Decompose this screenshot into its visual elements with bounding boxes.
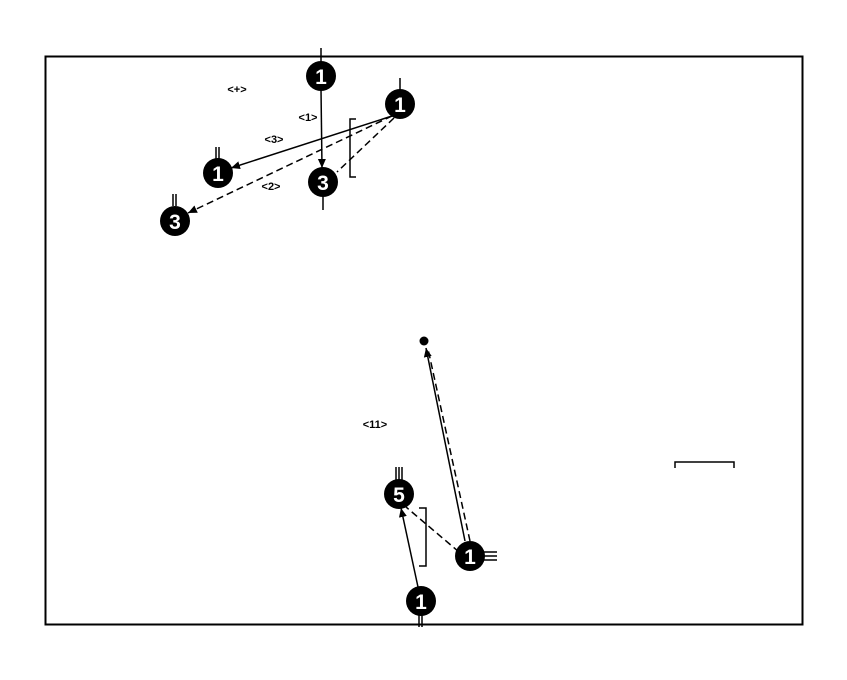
- svg-text:1: 1: [394, 94, 406, 117]
- svg-text:3: 3: [317, 172, 329, 195]
- station-marker: 3: [160, 206, 190, 236]
- station-marker: 1: [306, 61, 336, 91]
- trajectory-arrow: [230, 115, 393, 170]
- range-bracket: [349, 118, 356, 178]
- svg-text:1: 1: [212, 163, 224, 186]
- station-marker: 5: [384, 479, 414, 509]
- svg-text:1: 1: [415, 591, 427, 614]
- svg-text:5: 5: [393, 484, 405, 507]
- station-marker: 1: [406, 586, 436, 616]
- trajectory-arrow: [317, 88, 326, 169]
- station-marker: 1: [385, 89, 415, 119]
- target-dot: [419, 336, 429, 346]
- trajectory-arrow-dashed: [187, 115, 393, 214]
- station-marker: 1: [203, 158, 233, 188]
- annotation-11: <11>: [363, 419, 387, 431]
- trajectory-arrow: [423, 347, 466, 542]
- annotation-plus: <+>: [227, 84, 246, 96]
- range-bracket: [419, 507, 427, 567]
- plot-frame: [44, 55, 804, 626]
- trajectory-arrow: [398, 507, 419, 588]
- trajectory-line-dashed: [336, 117, 395, 173]
- scale-bar: [674, 461, 735, 468]
- annotation-2: <2>: [262, 181, 281, 193]
- svg-text:1: 1: [315, 66, 327, 89]
- svg-text:3: 3: [169, 211, 181, 234]
- annotation-3: <3>: [265, 134, 284, 146]
- trajectory-line-dashed: [405, 506, 460, 553]
- trajectory-line-dashed: [427, 348, 471, 542]
- station-marker: 1: [455, 541, 485, 571]
- station-marker: 3: [308, 167, 338, 197]
- annotation-1: <1>: [299, 112, 318, 124]
- svg-text:1: 1: [464, 546, 476, 569]
